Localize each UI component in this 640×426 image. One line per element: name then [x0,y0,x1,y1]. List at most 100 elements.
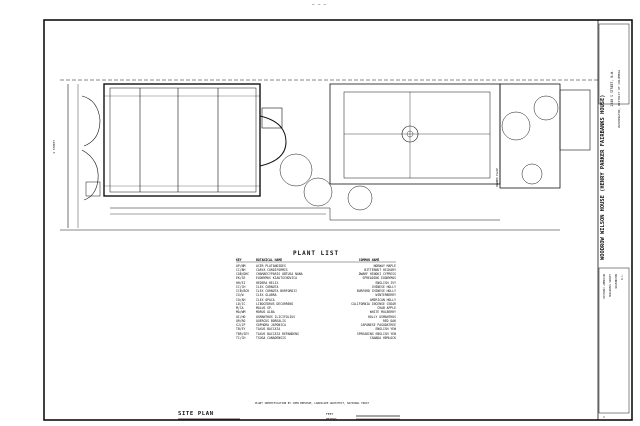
project-location: WASHINGTON, DISTRICT OF COLUMBIA [617,70,621,128]
plant-key: AP/NM [236,263,246,268]
rear-court [499,83,561,189]
plant-key: HH/EI [236,280,246,285]
plant-row: CC/BH CARYA CORDIFORMIS BITTERNUT HICKORY [236,268,396,272]
sheet-border [43,19,633,421]
plant-row: IG/W ILEX GLABRA WINTERBERRY [236,293,396,297]
plant-botanical-name: OSMANTHUS ILICIFOLIUS [256,314,296,319]
plant-botanical-name: ILEX CORNUTA BURFORDII [256,289,297,293]
garage [559,89,591,151]
plant-common-name: BITTERNUT HICKORY [364,267,396,272]
plant-key: QR/RO [236,318,246,323]
front-steps [85,181,101,197]
plant-common-name: CHINESE HOLLY [371,284,396,289]
plant-key: TB/EY [236,327,246,332]
house-inner [109,87,257,193]
header-common: COMMON NAME [358,258,380,263]
plant-botanical-name: ILEX CORNUTA [256,284,279,289]
plant-key: IC/CH [236,284,246,289]
street-label: S STREET [52,140,56,154]
title-block-box [598,23,630,105]
plant-common-name: ENGLISH IVY [375,280,397,285]
front-garden-curve-2 [81,149,99,201]
plant-row: IC/CH ILEX CORNUTA CHINESE HOLLY [236,285,396,289]
title-block-line: HISTORIC AMERICAN [603,274,606,299]
title-block-box-2 [598,267,630,414]
tree-6 [521,163,543,185]
plant-common-name: CALIFORNIA INCENSE CEDAR [351,301,396,306]
side-walk [110,207,500,221]
plant-common-name: SPREADING ENGLISH YEW [356,331,396,336]
garden-inner [343,91,491,179]
plant-botanical-name: EUONYMUS KIAUTSCHOVICA [256,276,297,281]
title-strip: WOODROW WILSON HOUSE (HENRY PARKER FAIRB… [600,60,630,260]
title-block-line: WASHINGTON [615,274,618,289]
plant-row: MA/WM MORUS ALBA WHITE MULBERRY [236,310,396,314]
scale-label-meters: METERS [326,417,337,421]
plant-botanical-name: TAXUS BACCATA REPANDENS [256,331,299,336]
title-block: HISTORIC AMERICAN BUILDINGS SURVEY WASHI… [601,270,627,410]
rear-porch [261,107,283,129]
plant-key: IO/AH [236,297,246,302]
plant-common-name: WHITE MULBERRY [369,310,396,315]
tree-1 [279,153,313,187]
plant-botanical-name: CHAMAECYPARIS OBTUSA NANA [256,272,303,276]
plant-row: HH/EI HEDERA HELIX ENGLISH IVY [236,281,396,285]
header-botanical: BOTANICAL NAME [256,258,283,263]
plant-row: LD/IC LIBOCEDRUS DECURRENS CALIFORNIA INCE… [236,302,396,306]
plant-key: IG/W [236,293,244,298]
sheet-number: 1 [603,415,605,419]
plant-list-rows: AP/NM ACER PLATANOIDES NORWAY MAPLE CC/BH CA… [236,264,396,341]
garden-fountain-inner [406,130,414,138]
plant-botanical-name: LIBOCEDRUS DECURRENS [256,301,294,306]
plant-botanical-name: MALUS SP. [256,306,273,310]
plant-key: EK/SE [236,276,246,281]
plant-common-name: NORWAY MAPLE [373,263,396,268]
plant-credit: PLANT IDENTIFICATION BY JOHN BEECHAM, LA… [255,402,369,405]
garden-fountain [401,125,419,143]
plant-key: SJ/JP [236,323,246,327]
plant-botanical-name: ILEX OPACA [256,297,275,302]
plant-row: TBR/SEY TAXUS BACCATA REPANDENS SPREADING … [236,332,396,336]
header-key: KEY [236,258,242,263]
plant-common-name: BURFORD CHINESE HOLLY [356,289,396,293]
tree-3 [347,185,373,211]
plant-common-name: HOLLY OSMANTHUS [368,314,396,319]
tree-5 [533,95,559,121]
plant-botanical-name: MORUS ALBA [256,310,275,315]
plant-botanical-name: HEDERA HELIX [256,280,279,285]
plant-key: M/CA [236,306,244,310]
plant-key: COB/DHC [236,272,250,276]
plant-common-name: CRAB APPLE [377,306,396,310]
tree-4 [501,111,531,141]
front-garden-curve [81,95,101,147]
project-subtitle: 2340 S STREET, N.W. [610,70,614,107]
plant-key: LD/IC [236,301,246,306]
plant-row: OI/HO OSMANTHUS ILICIFOLIUS HOLLY OSMANTHU… [236,315,396,319]
plant-botanical-name: TSUGA CANADENSIS [256,335,286,340]
plant-botanical-name: CARYA CORDIFORMIS [256,267,288,272]
plant-botanical-name: ILEX GLABRA [256,293,277,298]
plant-botanical-name: ACER PLATANOIDES [256,263,286,268]
plant-common-name: WINTERBERRY [375,293,397,298]
plant-list-header: KEY BOTANICAL NAME COMMON NAME [236,258,396,262]
tree-2 [303,177,333,207]
plant-key: MA/WM [236,310,246,315]
plant-row: M/CA MALUS SP. CRAB APPLE [236,306,396,310]
plant-key: CC/BH [236,267,246,272]
plant-key: OI/HO [236,314,246,319]
plant-common-name: SPREADING EUONYMUS [362,276,396,281]
scale-label-feet: FEET [326,412,334,416]
plant-common-name: JAPANESE PAGODATREE [360,323,396,327]
plant-key: TBR/SEY [236,331,250,336]
plant-row: COB/DHC CHAMAECYPARIS OBTUSA NANA DWARF HI… [236,272,396,276]
plant-common-name: DWARF HINOKI CYPRESS [358,272,396,276]
plant-list-title: PLANT LIST [292,250,340,257]
building-label: DOWNER PLACE [496,168,499,187]
plant-common-name: CANADA HEMLOCK [369,335,396,340]
